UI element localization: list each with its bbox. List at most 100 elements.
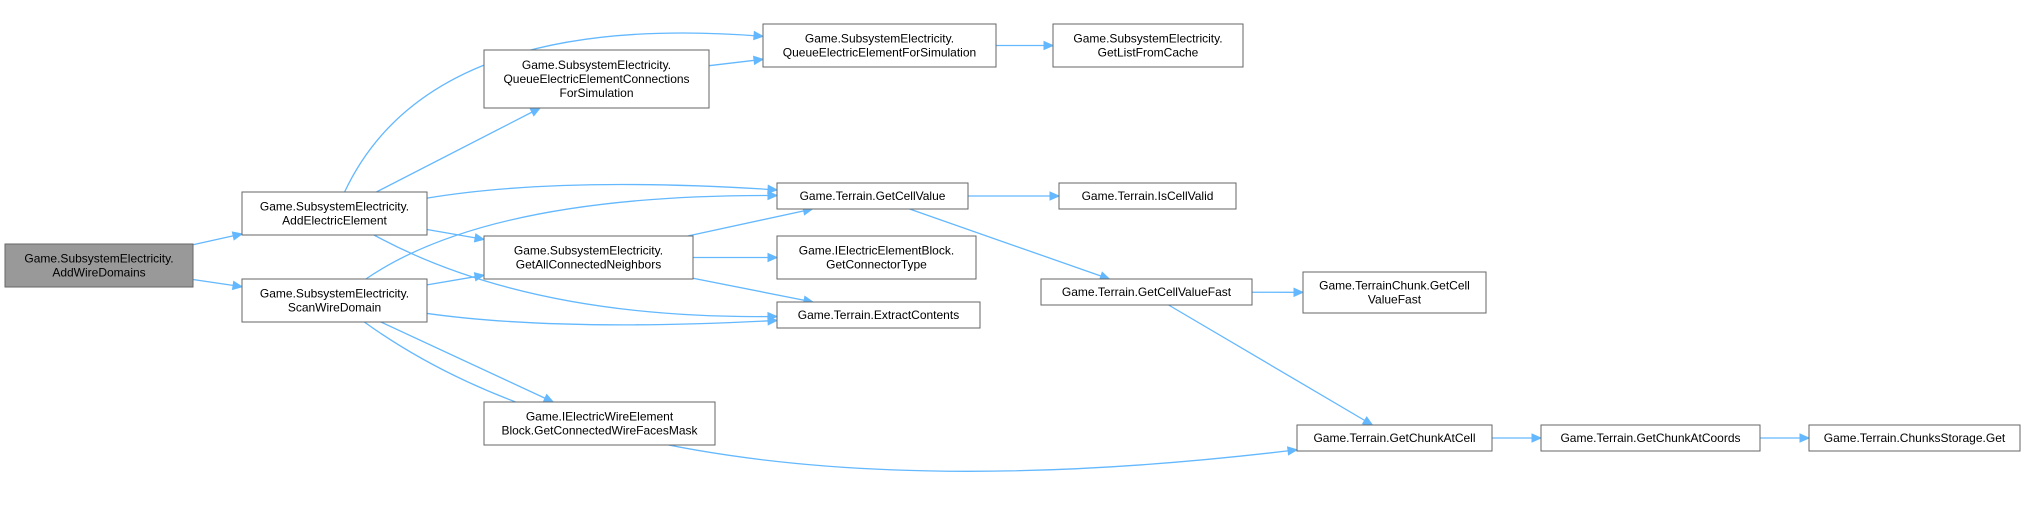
arrowhead-icon — [767, 184, 779, 195]
node-box — [762, 23, 997, 68]
arrowhead-icon — [1049, 191, 1061, 201]
edge-get-all-connected-neighbors-to-extract-contents — [692, 277, 815, 305]
edge-scan-wire-domain-to-get-chunk-at-cell — [363, 321, 1299, 472]
node-box — [1058, 182, 1237, 210]
node-extract-contents[interactable]: Game.Terrain.ExtractContents — [776, 301, 981, 329]
node-box — [1808, 424, 2021, 452]
node-get-chunk-at-cell[interactable]: Game.Terrain.GetChunkAtCell — [1296, 424, 1493, 452]
node-label-line: Game.Terrain.IsCellValid — [1082, 189, 1214, 203]
edge-line — [380, 321, 554, 403]
node-label-line: Game.TerrainChunk.GetCell — [1319, 279, 1470, 293]
node-label-line: GetConnectorType — [826, 258, 927, 272]
node-get-cell-value-fast[interactable]: Game.Terrain.GetCellValueFast — [1040, 278, 1253, 306]
edge-line — [692, 277, 814, 303]
node-label-line: Game.Terrain.ExtractContents — [798, 308, 959, 322]
node-get-connector-type[interactable]: Game.IElectricElementBlock.GetConnectorT… — [776, 235, 977, 280]
edge-add-electric-element-to-get-all-connected-neighbors — [426, 228, 486, 243]
node-get-cell-value[interactable]: Game.Terrain.GetCellValue — [776, 182, 969, 210]
arrowhead-icon — [473, 272, 486, 282]
edge-get-cell-value-fast-to-chunk-get-cell-value-fast — [1251, 287, 1305, 298]
edge-scan-wire-domain-to-extract-contents — [426, 312, 779, 326]
edge-get-cell-value-fast-to-get-chunk-at-cell — [1168, 304, 1374, 426]
node-chunk-get-cell-value-fast[interactable]: Game.TerrainChunk.GetCellValueFast — [1302, 271, 1487, 314]
node-box — [1302, 271, 1487, 314]
node-queue-connections[interactable]: Game.SubsystemElectricity.QueueElectricE… — [483, 49, 710, 109]
node-label-line: Game.Terrain.GetChunkAtCell — [1313, 431, 1475, 445]
arrowhead-icon — [767, 316, 779, 326]
node-get-list-from-cache[interactable]: Game.SubsystemElectricity.GetListFromCac… — [1052, 23, 1244, 68]
node-label-line: Block.GetConnectedWireFacesMask — [501, 424, 698, 438]
node-label-line: Game.SubsystemElectricity. — [1073, 32, 1222, 46]
node-box — [483, 401, 716, 446]
node-box — [4, 243, 194, 288]
arrowhead-icon — [529, 107, 542, 117]
arrowhead-icon — [542, 393, 555, 403]
edge-add-electric-element-to-get-cell-value — [426, 183, 779, 199]
edge-line — [426, 312, 778, 326]
node-add-electric-element[interactable]: Game.SubsystemElectricity.AddElectricEle… — [241, 191, 428, 236]
edge-line — [1168, 304, 1373, 426]
node-label-line: Game.SubsystemElectricity. — [260, 287, 409, 301]
edge-root-to-scan-wire-domain — [192, 278, 244, 291]
edge-line — [426, 274, 485, 286]
edge-scan-wire-domain-to-get-cell-value — [365, 190, 779, 280]
edge-root-to-add-electric-element — [192, 231, 244, 246]
node-label-line: Game.SubsystemElectricity. — [514, 244, 663, 258]
arrowhead-icon — [231, 231, 244, 241]
node-label-line: ValueFast — [1368, 293, 1422, 307]
node-label-line: GetListFromCache — [1098, 46, 1199, 60]
node-label-line: Game.SubsystemElectricity. — [522, 58, 671, 72]
node-label-line: AddElectricElement — [282, 214, 387, 228]
edge-add-electric-element-to-queue-connections — [376, 107, 542, 193]
node-box — [1052, 23, 1244, 68]
node-label-line: Game.IElectricWireElement — [526, 410, 674, 424]
node-box — [1296, 424, 1493, 452]
edge-line — [376, 107, 541, 193]
node-get-all-connected-neighbors[interactable]: Game.SubsystemElectricity.GetAllConnecte… — [483, 235, 694, 280]
node-root[interactable]: Game.SubsystemElectricity.AddWireDomains — [4, 243, 194, 288]
edge-line — [426, 228, 485, 241]
arrowhead-icon — [231, 280, 244, 291]
node-box — [776, 301, 981, 329]
edge-line — [373, 234, 778, 318]
edge-scan-wire-domain-to-get-connected-wire-faces-mask — [380, 321, 555, 403]
node-label-line: QueueElectricElementForSimulation — [783, 46, 976, 60]
node-box — [776, 235, 977, 280]
node-box — [1040, 278, 1253, 306]
node-queue-element[interactable]: Game.SubsystemElectricity.QueueElectricE… — [762, 23, 997, 68]
node-label-line: Game.Terrain.GetChunkAtCoords — [1560, 431, 1740, 445]
node-scan-wire-domain[interactable]: Game.SubsystemElectricity.ScanWireDomain — [241, 278, 428, 323]
edge-line — [426, 183, 778, 199]
node-box — [1540, 424, 1761, 452]
arrowhead-icon — [753, 55, 765, 66]
arrowhead-icon — [1799, 433, 1811, 443]
node-label-line: Game.Terrain.ChunksStorage.Get — [1824, 431, 2006, 445]
node-get-chunk-at-coords[interactable]: Game.Terrain.GetChunkAtCoords — [1540, 424, 1761, 452]
edge-get-all-connected-neighbors-to-get-connector-type — [693, 252, 779, 263]
node-is-cell-valid[interactable]: Game.Terrain.IsCellValid — [1058, 182, 1237, 210]
node-box — [241, 278, 428, 323]
arrowhead-icon — [753, 30, 765, 41]
edge-scan-wire-domain-to-get-all-connected-neighbors — [426, 272, 486, 286]
node-label-line: Game.SubsystemElectricity. — [805, 32, 954, 46]
edge-line — [687, 208, 813, 237]
edge-get-chunk-at-coords-to-chunks-storage-get — [1760, 433, 1811, 443]
node-label-line: QueueElectricElementConnections — [503, 72, 689, 86]
edge-get-all-connected-neighbors-to-get-cell-value — [687, 206, 814, 237]
node-label-line: Game.SubsystemElectricity. — [24, 252, 173, 266]
node-chunks-storage-get[interactable]: Game.Terrain.ChunksStorage.Get — [1808, 424, 2021, 452]
arrowhead-icon — [1293, 287, 1305, 298]
edge-get-chunk-at-cell-to-get-chunk-at-coords — [1492, 433, 1543, 443]
edge-queue-connections-to-queue-element — [708, 55, 765, 67]
edge-line — [909, 208, 1110, 280]
node-box — [483, 235, 694, 280]
node-box — [483, 49, 710, 109]
node-get-connected-wire-faces-mask[interactable]: Game.IElectricWireElementBlock.GetConnec… — [483, 401, 716, 446]
node-label-line: AddWireDomains — [52, 266, 145, 280]
node-label-line: ForSimulation — [559, 86, 633, 100]
nodes-layer: Game.SubsystemElectricity.AddWireDomains… — [4, 23, 2021, 452]
edge-line — [363, 321, 1298, 472]
node-label-line: Game.Terrain.GetCellValueFast — [1062, 285, 1232, 299]
arrowhead-icon — [1286, 446, 1299, 456]
